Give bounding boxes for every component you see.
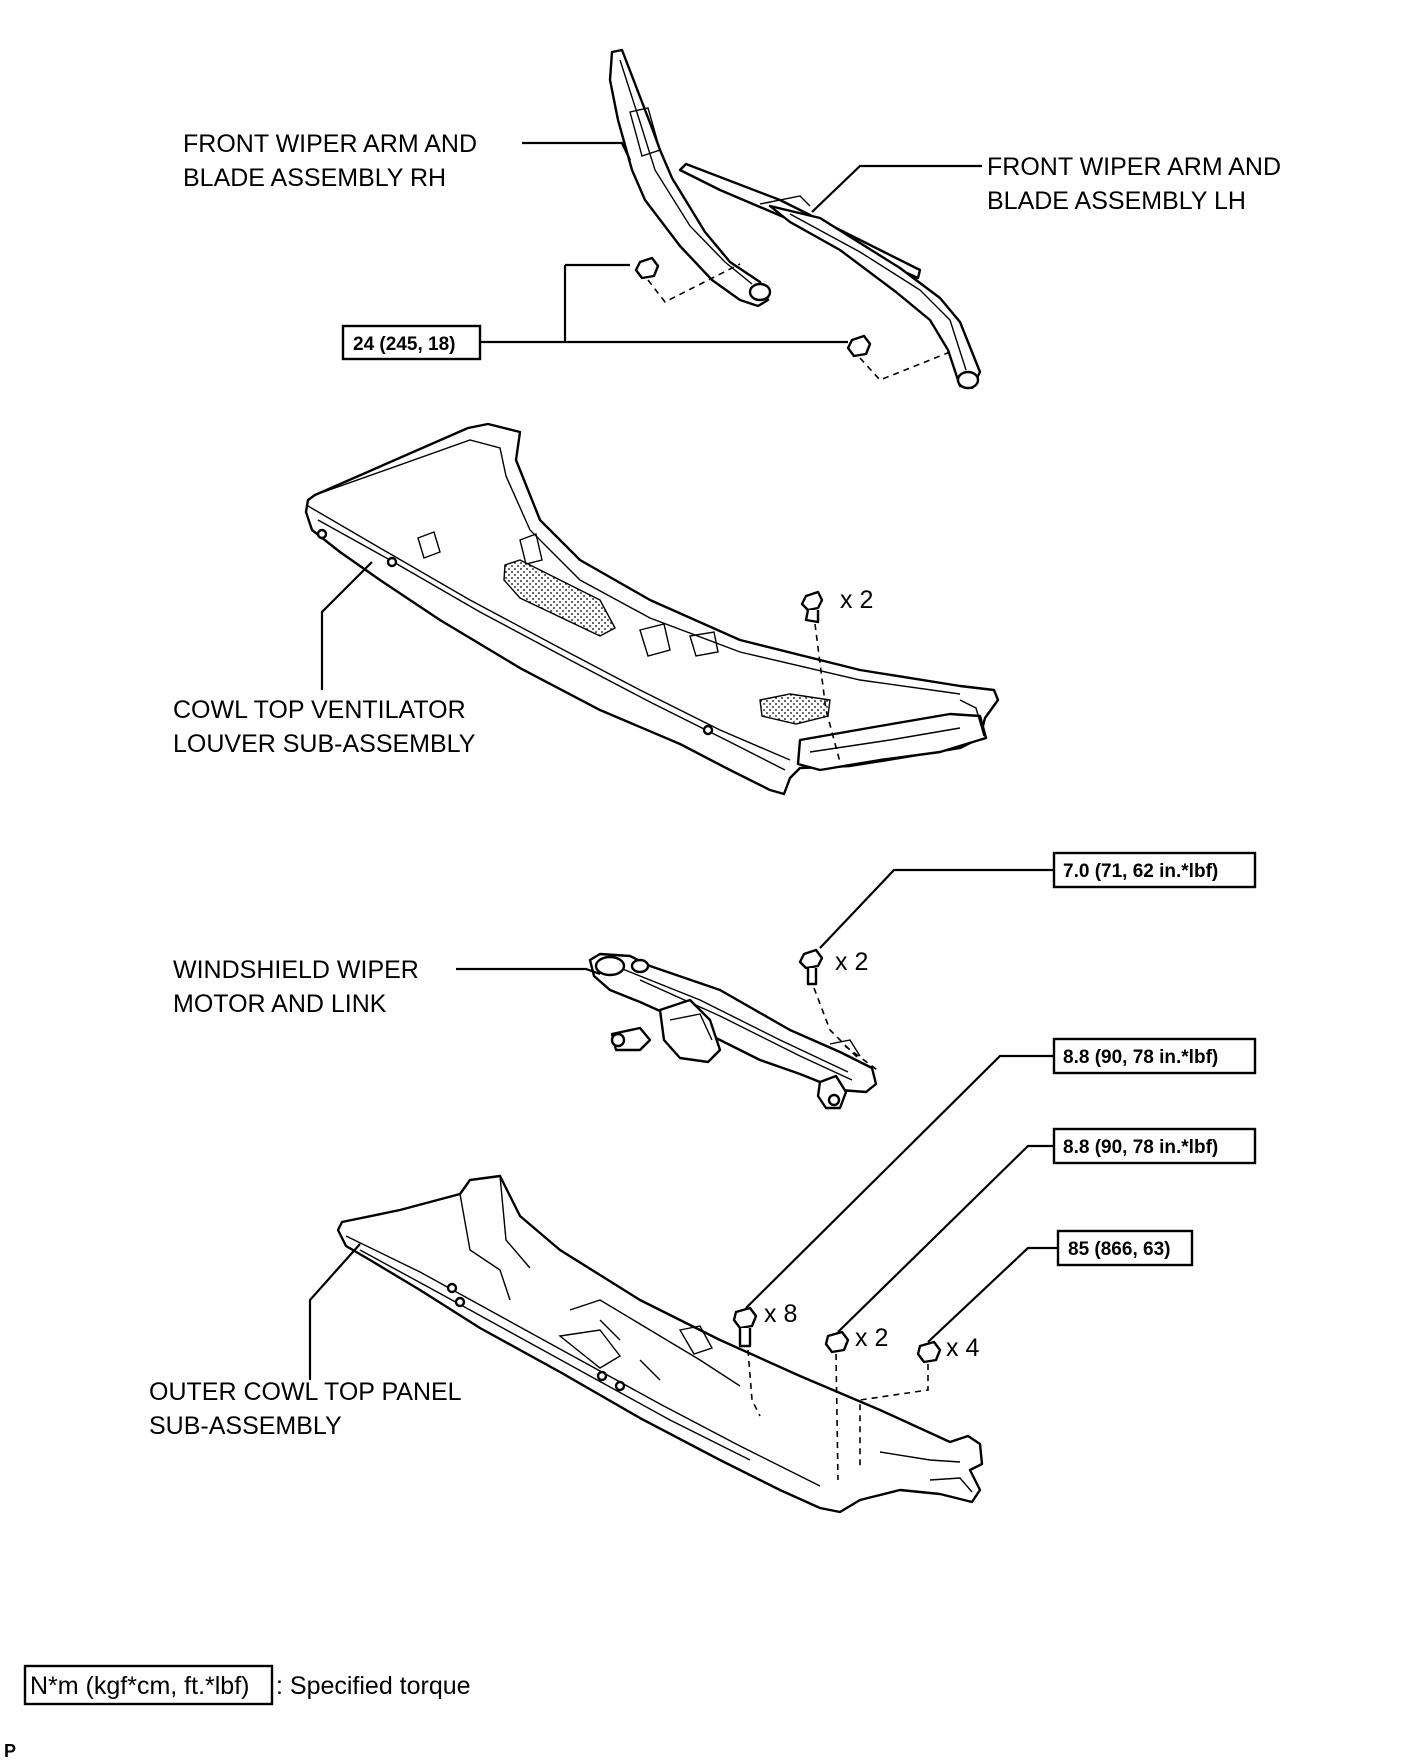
torque-box-panel-nut-large: 85 (866, 63) <box>1056 1229 1194 1267</box>
legend-description: : Specified torque <box>276 1672 471 1700</box>
leader-wiper-nut <box>480 263 848 344</box>
panel-bolt-dashline <box>747 1349 761 1417</box>
louver-clip <box>800 590 824 624</box>
legend-unit-box: N*m (kgf*cm, ft.*lbf) <box>30 1672 249 1700</box>
label-outer-cowl-line2: SUB-ASSEMBLY <box>149 1412 342 1440</box>
motor-bolt-dashline <box>813 987 881 1073</box>
leader-outer-cowl <box>308 1243 361 1380</box>
windshield-wiper-motor-and-link <box>588 952 878 1110</box>
label-wiper-rh-line2: BLADE ASSEMBLY RH <box>183 164 446 192</box>
leader-panel-bolt-torque <box>745 1054 1054 1309</box>
leader-motor-bolt-torque <box>819 868 1054 949</box>
wiper-nut-lower <box>846 334 872 358</box>
torque-box-panel-nut: 8.8 (90, 78 in.*lbf) <box>1052 1127 1257 1165</box>
label-outer-cowl-line1: OUTER COWL TOP PANEL <box>149 1378 462 1406</box>
wiper-nut-upper-dashline <box>647 263 741 304</box>
motor-bolt <box>798 948 824 986</box>
label-wiper-lh: FRONT WIPER ARM AND BLADE ASSEMBLY LH <box>987 153 1288 215</box>
motor-bolt-quantity: x 2 <box>835 948 868 976</box>
label-wiper-rh-line1: FRONT WIPER ARM AND <box>183 130 477 158</box>
torque-value-panel-bolt: 8.8 (90, 78 in.*lbf) <box>1063 1047 1218 1068</box>
front-wiper-arm-lh <box>678 162 982 390</box>
label-outer-cowl: OUTER COWL TOP PANEL SUB-ASSEMBLY <box>149 1378 468 1440</box>
leader-wiper-lh <box>811 164 982 213</box>
torque-value-wiper-nut: 24 (245, 18) <box>353 334 455 355</box>
label-wiper-motor-line2: MOTOR AND LINK <box>173 990 387 1018</box>
torque-box-wiper-nut: 24 (245, 18) <box>341 324 482 361</box>
outer-cowl-top-panel <box>336 1174 984 1514</box>
torque-value-panel-nut-large: 85 (866, 63) <box>1068 1239 1170 1260</box>
wiper-nut-upper <box>634 256 660 280</box>
label-wiper-motor: WINDSHIELD WIPER MOTOR AND LINK <box>173 956 426 1018</box>
label-cowl-louver-line1: COWL TOP VENTILATOR <box>173 696 466 724</box>
label-cowl-louver: COWL TOP VENTILATOR LOUVER SUB-ASSEMBLY <box>173 696 476 758</box>
label-cowl-louver-line2: LOUVER SUB-ASSEMBLY <box>173 730 476 758</box>
leader-panel-nut-torque <box>837 1144 1054 1333</box>
corner-mark: P <box>4 1741 16 1761</box>
louver-clip-quantity: x 2 <box>840 586 873 614</box>
torque-box-motor-bolt: 7.0 (71, 62 in.*lbf) <box>1052 851 1257 889</box>
torque-value-panel-nut: 8.8 (90, 78 in.*lbf) <box>1063 1137 1218 1158</box>
label-wiper-motor-line1: WINDSHIELD WIPER <box>173 956 419 984</box>
panel-nut-quantity: x 2 <box>855 1324 888 1352</box>
leader-wiper-motor <box>456 967 601 976</box>
panel-nut-large-dashline <box>859 1364 929 1470</box>
leader-panel-nut-large-torque <box>927 1246 1058 1343</box>
front-wiper-arm-rh <box>608 48 772 308</box>
panel-bolt <box>732 1306 758 1348</box>
louver-clip-dashline <box>814 623 841 763</box>
panel-nut-large-quantity: x 4 <box>946 1334 979 1362</box>
label-wiper-lh-line2: BLADE ASSEMBLY LH <box>987 187 1246 215</box>
panel-nut-large <box>916 1340 942 1364</box>
label-wiper-lh-line1: FRONT WIPER ARM AND <box>987 153 1281 181</box>
torque-box-panel-bolt: 8.8 (90, 78 in.*lbf) <box>1052 1037 1257 1075</box>
label-wiper-rh: FRONT WIPER ARM AND BLADE ASSEMBLY RH <box>183 130 484 192</box>
leader-cowl-louver <box>320 561 373 690</box>
panel-bolt-quantity: x 8 <box>764 1300 797 1328</box>
panel-nut <box>824 1330 850 1354</box>
wiper-nut-lower-dashline <box>859 351 951 381</box>
torque-legend: N*m (kgf*cm, ft.*lbf) : Specified torque <box>23 1664 471 1706</box>
torque-value-motor-bolt: 7.0 (71, 62 in.*lbf) <box>1063 861 1218 882</box>
leader-wiper-rh <box>522 141 631 161</box>
